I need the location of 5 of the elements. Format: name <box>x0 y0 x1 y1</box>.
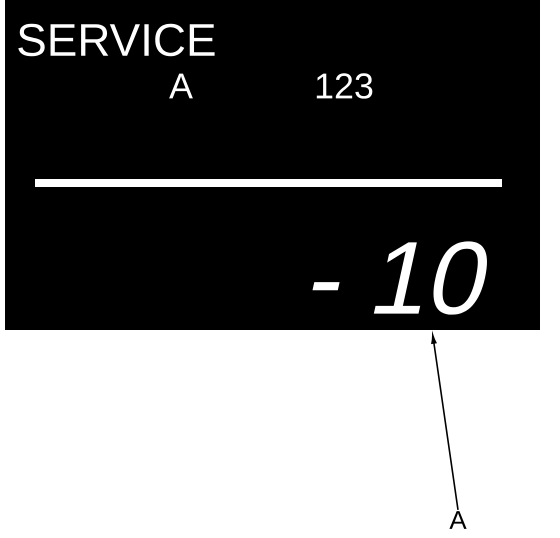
digit-readout: - 10 <box>312 241 487 315</box>
display-heading: SERVICE <box>18 24 215 56</box>
display-text: A <box>169 74 193 98</box>
display-text: 123 <box>316 73 372 99</box>
callout-letter: A <box>449 511 467 529</box>
